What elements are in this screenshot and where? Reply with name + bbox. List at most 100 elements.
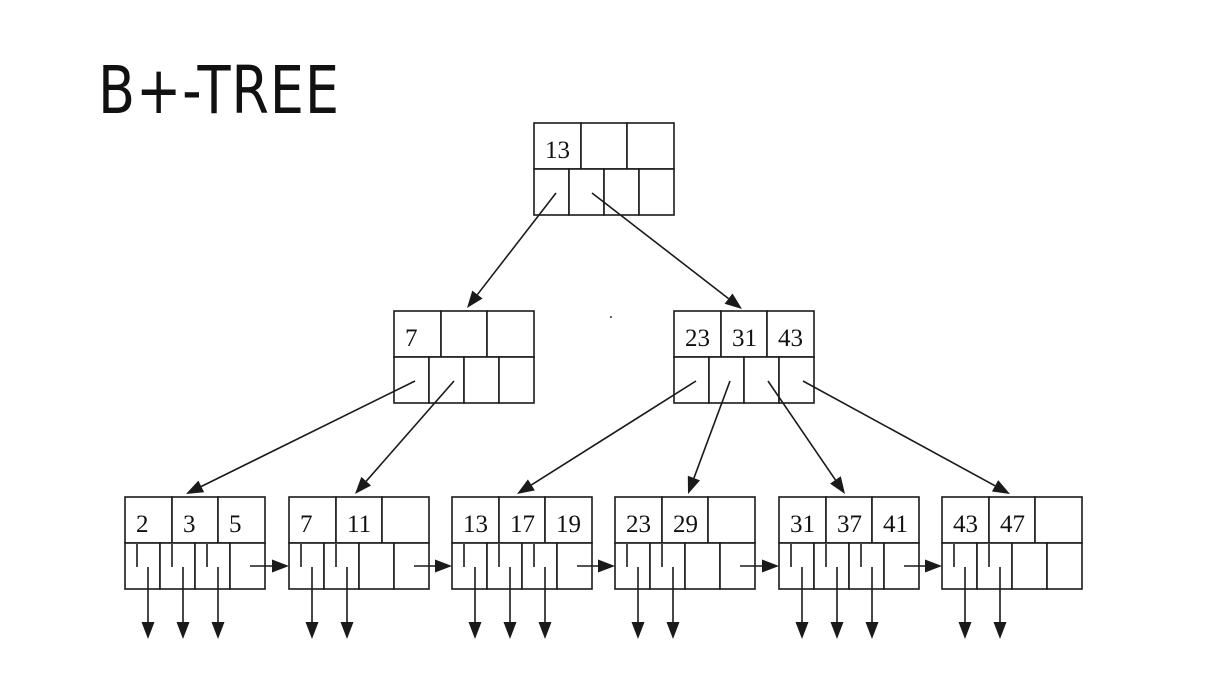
pointer-cell — [778, 356, 815, 404]
pointer-cell — [813, 542, 850, 590]
arrow-head — [631, 622, 645, 639]
key-cell — [871, 496, 920, 544]
pointer-cell — [393, 356, 430, 404]
arrow-head — [517, 479, 535, 494]
record-pointer-arrow — [631, 567, 645, 639]
key-cell — [707, 496, 756, 544]
leaf-node: 13 17 19 — [451, 496, 593, 590]
pointer-cell — [743, 356, 780, 404]
key-cell — [381, 496, 430, 544]
key-cell — [1034, 496, 1083, 544]
arrow-head — [724, 293, 742, 309]
pointer-cell — [159, 542, 196, 590]
key-cell — [440, 310, 488, 358]
record-pointer-arrow — [865, 567, 879, 639]
pointer-cell — [778, 542, 815, 590]
key-cell — [393, 310, 442, 358]
tree-pointer-arrow — [186, 380, 416, 494]
tree-pointer-arrow — [767, 380, 845, 494]
leaf-link-arrow — [250, 559, 289, 573]
pointer-cell — [673, 356, 710, 404]
key-label: 43 — [953, 511, 978, 538]
arrow-head — [762, 559, 779, 573]
arrow-head — [830, 622, 844, 639]
arrow-head — [467, 290, 483, 308]
pointer-cell — [708, 356, 745, 404]
leaf-link-arrow — [577, 559, 615, 573]
arrow-line — [693, 380, 731, 479]
arrow-head — [141, 622, 155, 639]
leaf-node: 43 47 — [941, 496, 1083, 590]
key-label: 29 — [673, 511, 698, 538]
key-cell — [580, 122, 628, 170]
record-pointer-arrow — [830, 567, 844, 639]
key-label: 23 — [626, 511, 651, 538]
record-pointer-arrow — [141, 567, 155, 639]
key-cell — [626, 122, 675, 170]
arrow-line — [530, 380, 697, 486]
arrow-head — [865, 622, 879, 639]
tree-pointer-arrow — [467, 192, 557, 308]
key-label: 47 — [1000, 511, 1025, 538]
arrow-head — [176, 622, 190, 639]
key-cell — [825, 496, 873, 544]
arrow-head — [958, 622, 972, 639]
pointer-cell — [941, 542, 978, 590]
key-cell — [124, 496, 173, 544]
key-label: 13 — [463, 511, 488, 538]
key-cell — [498, 496, 546, 544]
key-cell — [673, 310, 722, 358]
key-label: 19 — [556, 511, 581, 538]
pointer-cell — [486, 542, 523, 590]
tree-pointer-arrow — [517, 380, 697, 494]
arrow-head — [993, 622, 1007, 639]
pointer-cell — [124, 542, 161, 590]
key-cell — [486, 310, 535, 358]
record-pointer-arrow — [503, 567, 517, 639]
key-label: 7 — [300, 511, 313, 538]
record-pointer-arrow — [538, 567, 552, 639]
key-cell — [988, 496, 1036, 544]
key-label: 17 — [510, 511, 535, 538]
key-cell — [533, 122, 582, 170]
slide-title: B+-TREE — [98, 52, 340, 129]
key-label: 37 — [837, 511, 862, 538]
scan-dot — [610, 316, 612, 318]
arrow-head — [355, 476, 372, 494]
record-pointer-arrow — [795, 567, 809, 639]
arrow-line — [476, 192, 557, 296]
arrow-head — [991, 480, 1010, 494]
key-label: 23 — [685, 325, 710, 352]
arrow-line — [591, 192, 730, 300]
pointer-cell — [358, 542, 395, 590]
key-label: 3 — [183, 511, 196, 538]
pointer-cell — [556, 542, 593, 590]
record-pointer-arrow — [468, 567, 482, 639]
leaf-link-arrow — [414, 559, 452, 573]
arrow-head — [468, 622, 482, 639]
arrow-head — [435, 559, 452, 573]
root-node: 13 — [533, 122, 675, 216]
pointer-cell — [638, 168, 675, 216]
record-pointer-arrow — [340, 567, 354, 639]
arrow-head — [795, 622, 809, 639]
arrow-line — [767, 380, 837, 481]
key-label: 13 — [545, 137, 570, 164]
arrow-head — [687, 475, 701, 494]
arrow-head — [538, 622, 552, 639]
pointer-cell — [463, 356, 500, 404]
pointer-cell — [498, 356, 535, 404]
record-pointer-arrow — [993, 567, 1007, 639]
arrow-head — [598, 559, 615, 573]
key-label: 2 — [136, 511, 149, 538]
record-pointer-arrow — [666, 567, 680, 639]
arrow-line — [802, 380, 996, 487]
pointer-cell — [848, 542, 885, 590]
arrow-head — [340, 622, 354, 639]
key-cell — [661, 496, 709, 544]
pointer-cell — [194, 542, 231, 590]
pointer-cell — [323, 542, 360, 590]
key-cell — [778, 496, 827, 544]
